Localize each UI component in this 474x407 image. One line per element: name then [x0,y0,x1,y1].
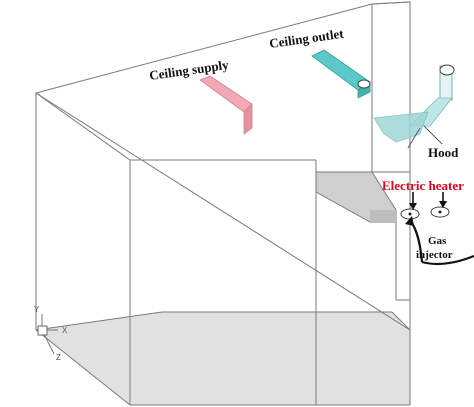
label-ceiling-supply: Ceiling supply [148,57,230,83]
counter-front [370,210,396,222]
hood [373,64,455,149]
ceiling-supply-diffuser [199,75,253,135]
axis-triad: Y X Z [34,305,68,362]
label-hood: Hood [428,145,459,160]
gas-injector-arrow [405,216,474,266]
room-floor [36,312,410,405]
axis-label-z: Z [56,353,61,362]
heater-arrows [409,192,447,210]
label-injector: injector [416,249,453,261]
axis-label-x: X [62,326,68,335]
label-electric-heater: Electric heater [382,178,464,193]
label-gas: Gas [428,235,447,247]
label-ceiling-outlet: Ceiling outlet [268,26,345,51]
burner-right-center [438,210,442,214]
burner-left-center [408,212,412,216]
ceiling-outlet [311,49,371,99]
axis-label-y: Y [34,305,40,314]
room-back-wall-outline [34,1,411,331]
